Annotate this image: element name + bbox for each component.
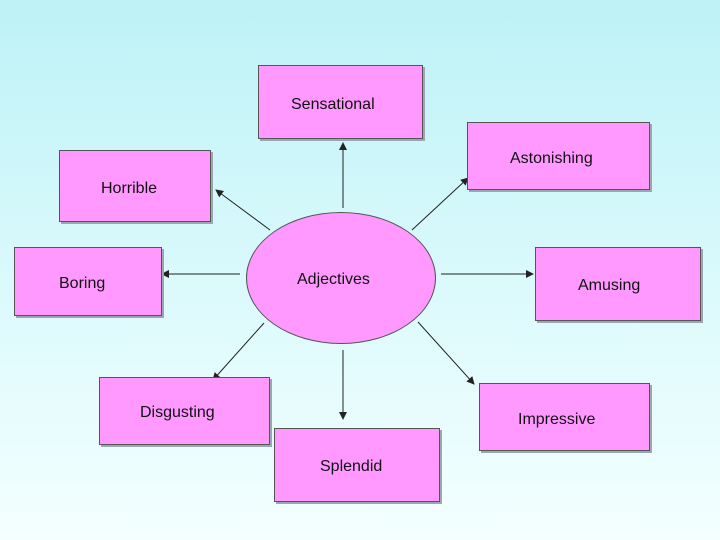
node-label-amusing: Amusing — [578, 277, 641, 294]
node-amusing: Amusing — [535, 247, 701, 321]
arrow-to-horrible — [215, 189, 271, 231]
node-impressive: Impressive — [479, 383, 650, 451]
arrow-to-impressive — [417, 321, 475, 385]
center-node-adjectives: Adjectives — [246, 212, 436, 344]
node-label-disgusting: Disgusting — [140, 404, 215, 421]
node-astonishing: Astonishing — [467, 122, 650, 190]
node-splendid: Splendid — [274, 428, 440, 502]
node-label-impressive: Impressive — [518, 411, 596, 428]
node-boring: Boring — [14, 247, 162, 316]
center-node-label: Adjectives — [297, 271, 370, 288]
node-horrible: Horrible — [59, 150, 211, 222]
node-disgusting: Disgusting — [99, 377, 270, 445]
node-label-astonishing: Astonishing — [510, 150, 593, 167]
node-label-splendid: Splendid — [320, 458, 383, 475]
node-label-boring: Boring — [59, 275, 106, 292]
arrow-to-disgusting — [212, 322, 265, 381]
node-label-sensational: Sensational — [291, 96, 375, 113]
node-label-horrible: Horrible — [101, 180, 158, 197]
node-sensational: Sensational — [258, 65, 423, 139]
arrow-to-astonishing — [411, 177, 469, 231]
